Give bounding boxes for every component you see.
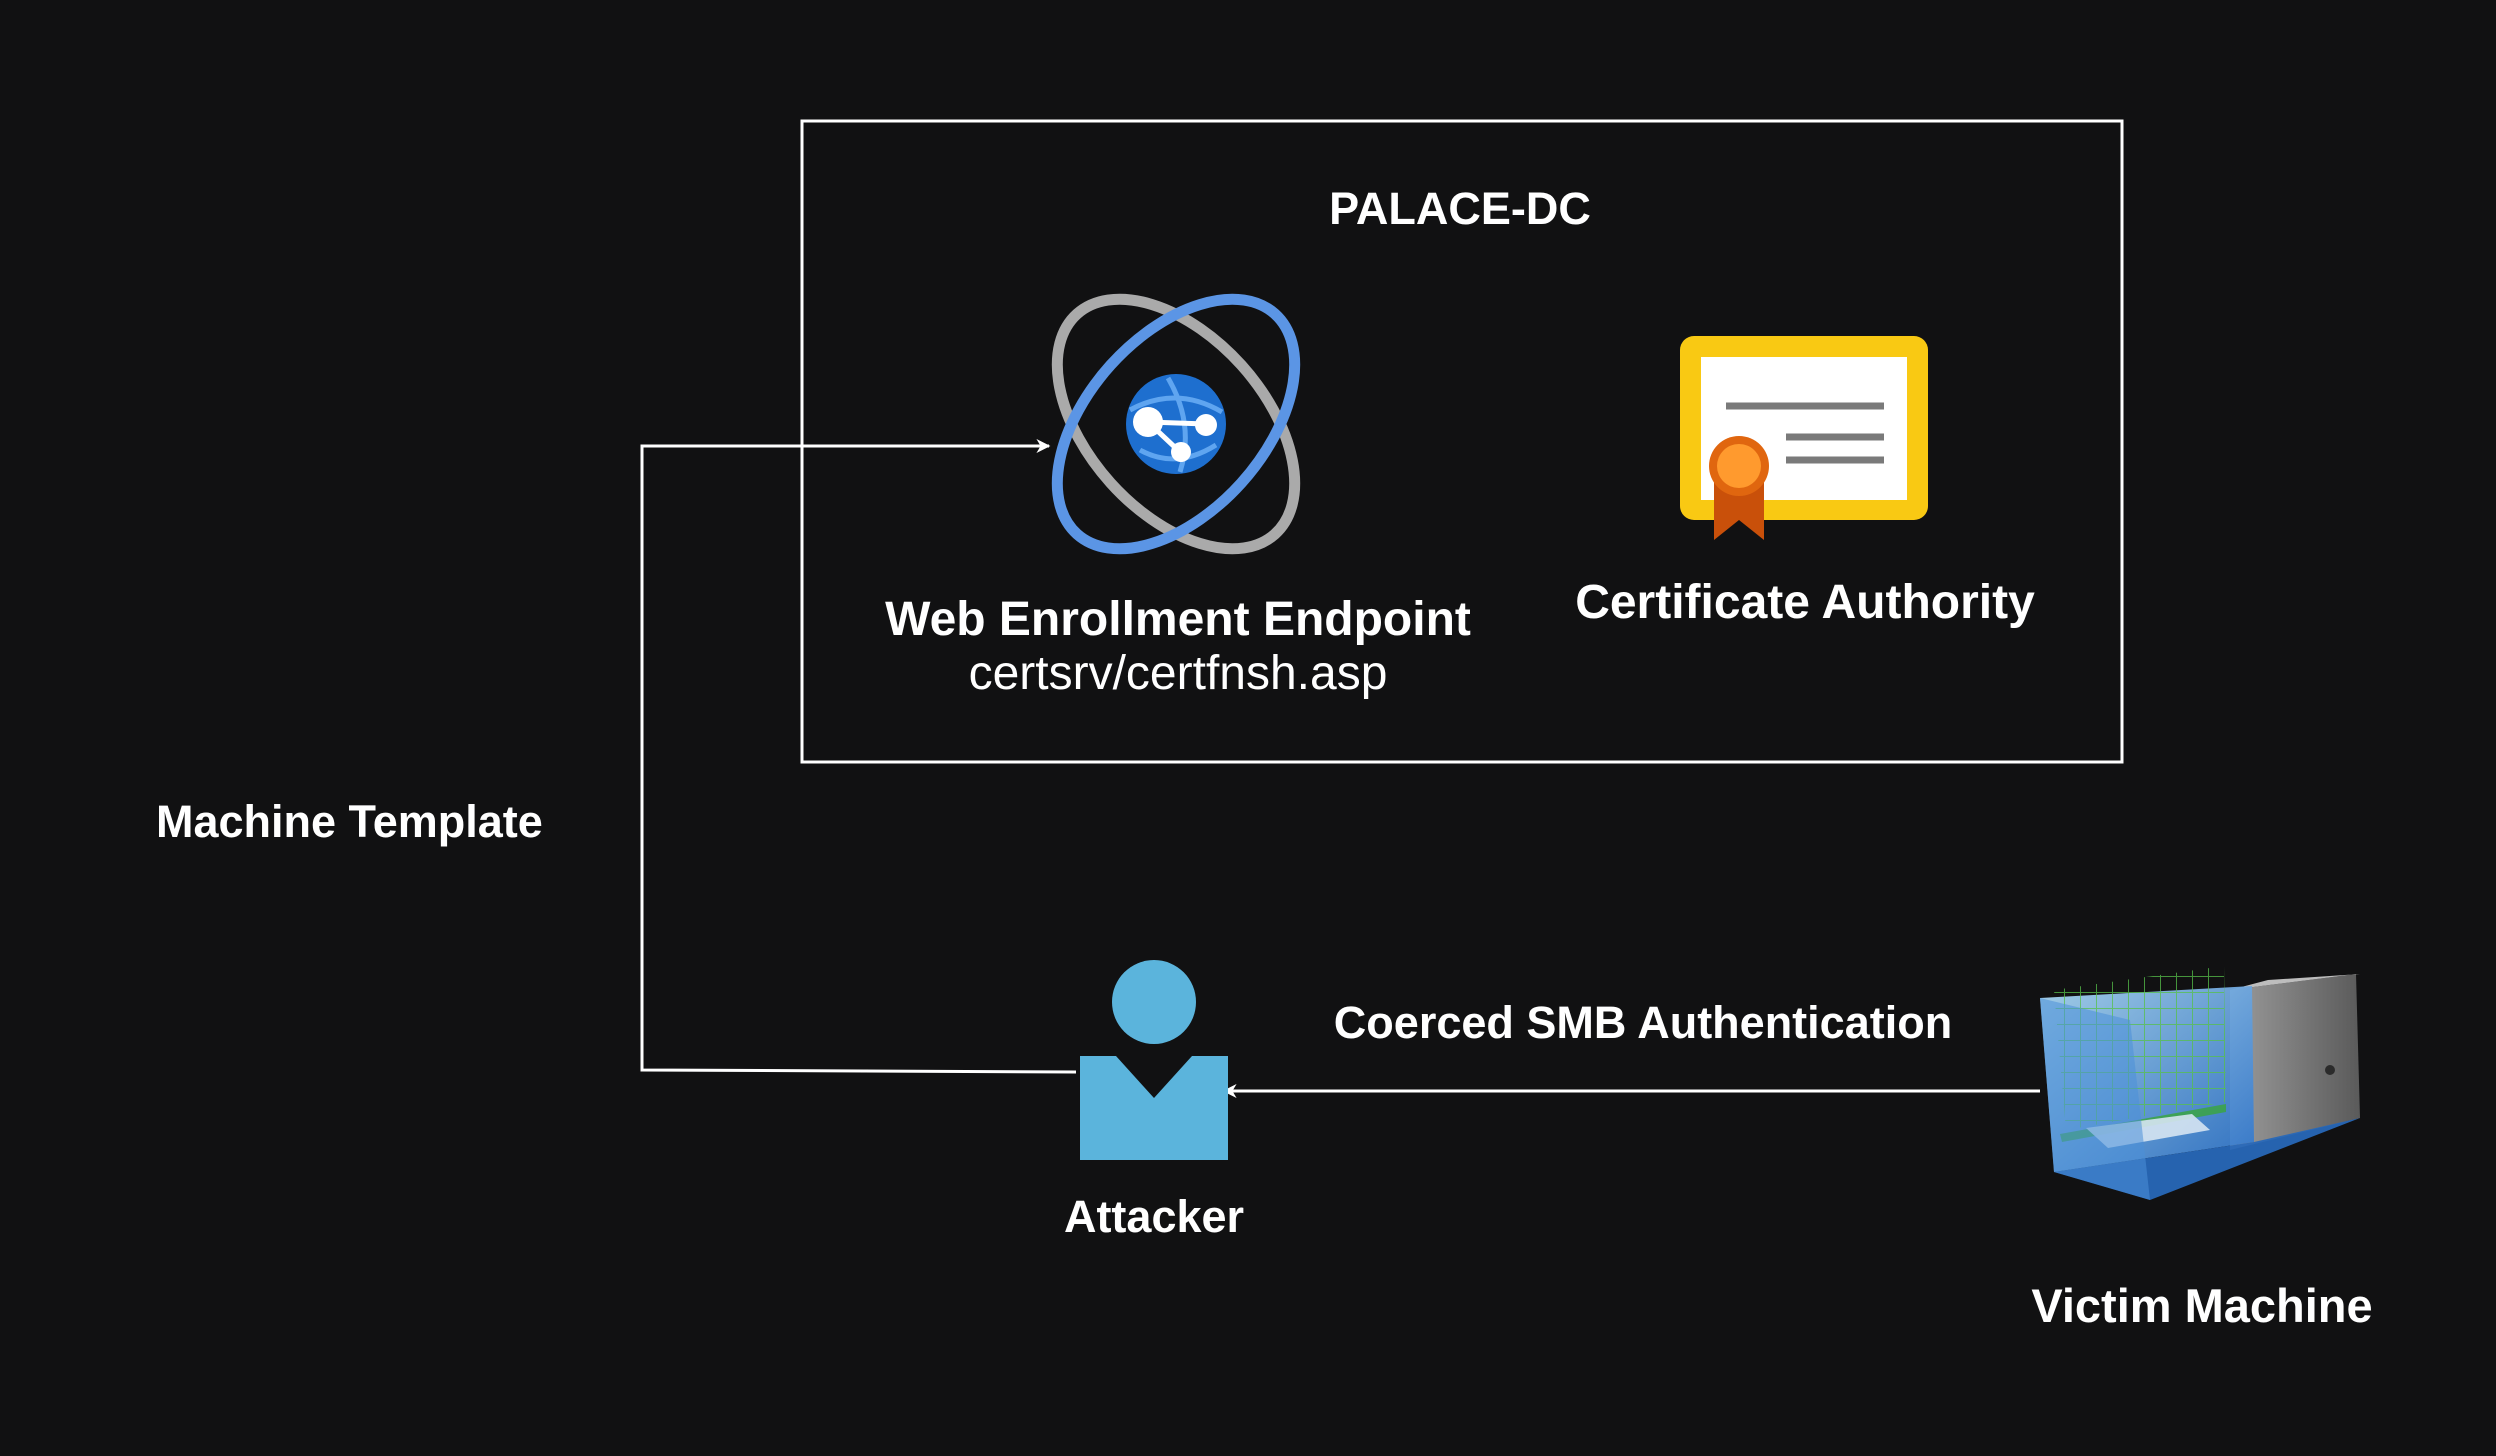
coerced-smb-label: Coerced SMB Authentication [1333, 997, 1953, 1048]
attacker-label: Attacker [1063, 1191, 1245, 1242]
certificate-authority-label: Certificate Authority [1575, 576, 2035, 629]
machine-template-label: Machine Template [156, 796, 543, 847]
web-app-orbit-icon [1051, 293, 1301, 555]
dc-boundary-box [800, 119, 2124, 764]
user-icon [1080, 960, 1228, 1160]
victim-machine-label: Victim Machine [2031, 1279, 2373, 1332]
web-enrollment-path: certsrv/certfnsh.asp [968, 647, 1388, 700]
dc-box-title: PALACE-DC [1329, 183, 1591, 234]
virtual-machine-icon [2040, 966, 2360, 1200]
machine-template-edge [640, 439, 1077, 1074]
web-enrollment-title: Web Enrollment Endpoint [885, 593, 1471, 646]
certificate-icon [1680, 336, 1928, 540]
